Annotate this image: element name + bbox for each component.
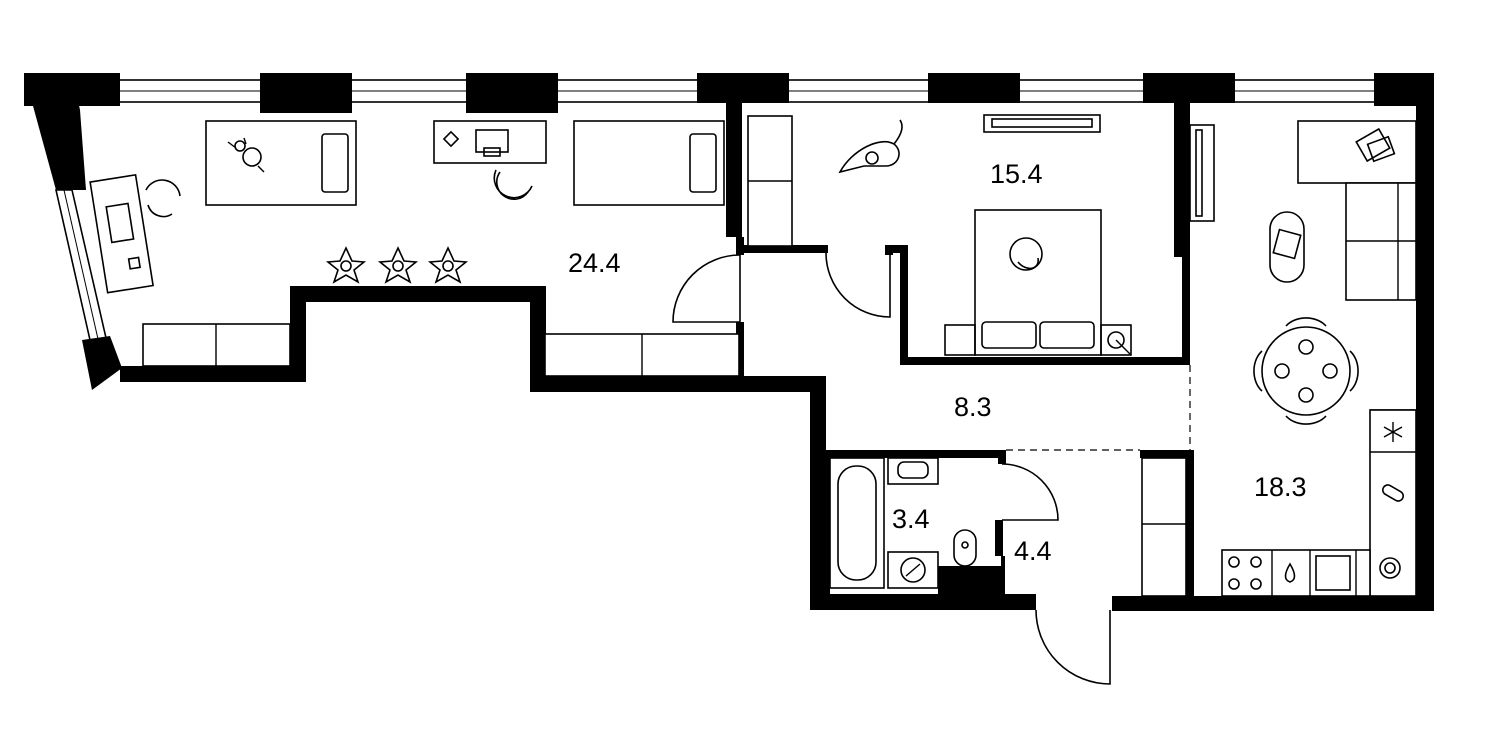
area-label-bathroom: 3.4 — [892, 504, 930, 534]
area-label-hallway: 8.3 — [954, 392, 992, 422]
lamp-icon — [1107, 331, 1131, 355]
area-label-children-room: 24.4 — [568, 248, 621, 278]
cooktop-icon — [1228, 556, 1262, 590]
area-label-kitchen-living: 18.3 — [1254, 472, 1307, 502]
chair-icon — [493, 169, 533, 200]
toilet-icon — [953, 529, 977, 567]
area-label-bedroom: 15.4 — [990, 159, 1043, 189]
flower-icon — [427, 246, 469, 284]
coffee-table-icon — [1269, 211, 1305, 283]
snowflake-icon — [1383, 422, 1403, 442]
kitchen-living-furniture — [1221, 120, 1417, 597]
teddy-bear-icon — [227, 137, 265, 173]
sleeping-cat-icon — [1009, 237, 1043, 271]
oven-mitt-icon — [1382, 484, 1404, 502]
water-drop-icon — [1284, 562, 1296, 583]
cat-icon — [838, 119, 903, 174]
doors — [672, 252, 1111, 685]
walls — [24, 73, 1434, 611]
dining-table-icon — [1253, 317, 1359, 425]
area-label-entrance: 4.4 — [1014, 536, 1052, 566]
bedroom-furniture — [747, 114, 1215, 356]
hall-lines — [544, 333, 1191, 597]
desk-chair-icon — [145, 179, 181, 218]
fruit-bowl-icon — [1379, 557, 1401, 579]
flower-icon — [325, 246, 367, 284]
flower-icon — [377, 246, 419, 284]
children-room-furniture — [89, 120, 725, 367]
bathroom-fixtures — [829, 457, 977, 589]
pillow-icon — [1355, 127, 1396, 163]
